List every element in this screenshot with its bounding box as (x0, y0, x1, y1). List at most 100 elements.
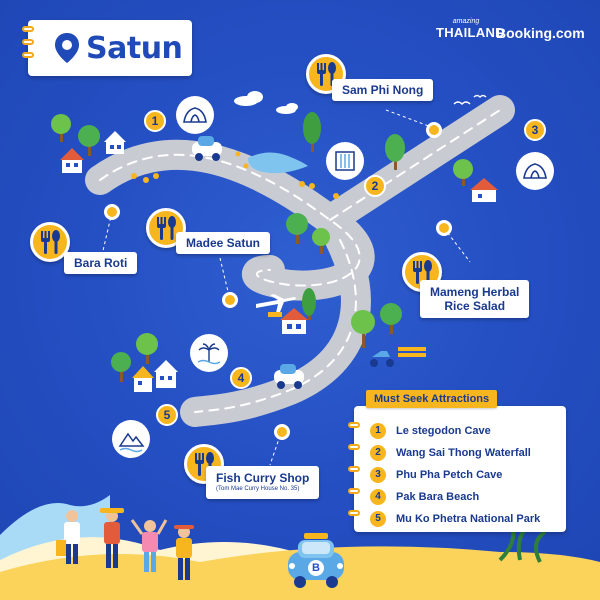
waterfall-bubble (326, 142, 364, 180)
attraction-marker-5: 5 (156, 404, 178, 426)
location-dot (436, 220, 452, 236)
cave-bubble (516, 152, 554, 190)
location-dot (222, 292, 238, 308)
food-icon-madee-satun (146, 208, 186, 248)
scooter-icon (370, 351, 394, 367)
fork-spoon-icon (41, 230, 60, 254)
legend-number: 2 (370, 445, 386, 461)
legend-item: 3 Phu Pha Petch Cave (370, 464, 540, 486)
label-mameng-line2: Rice Salad (444, 299, 506, 313)
location-dot (426, 122, 442, 138)
legend-item: 2 Wang Sai Thong Waterfall (370, 442, 540, 464)
bird-icon (473, 94, 487, 99)
tree-icon (380, 303, 402, 334)
road-network (85, 95, 515, 427)
food-icon-bara-roti (30, 222, 70, 262)
mountain-icon (118, 432, 145, 453)
label-bara-roti: Bara Roti (64, 252, 138, 274)
label-mameng: Mameng Herbal Rice Salad (420, 280, 530, 318)
tree-icon (351, 310, 375, 348)
tree-icon (453, 159, 473, 186)
legend-binder-rings (348, 422, 360, 532)
legend-item: 4 Pak Bara Beach (370, 486, 540, 508)
bird-icon (453, 101, 471, 106)
attraction-marker-4: 4 (230, 367, 252, 389)
house-icon (60, 148, 84, 173)
mountain-bubble (112, 420, 150, 458)
travelers-group (56, 508, 194, 580)
map-pin-icon (55, 33, 79, 63)
tree-icon (51, 114, 71, 142)
attraction-marker-1: 1 (144, 110, 166, 132)
booking-logo: Booking.com (496, 25, 585, 41)
palm-beach-icon (197, 343, 221, 365)
flowers (131, 151, 339, 199)
page-title: Satun (86, 30, 183, 66)
legend-label: Mu Ko Phetra National Park (396, 513, 541, 525)
lake (248, 152, 308, 174)
cave-icon (183, 107, 207, 123)
tree-icon (303, 112, 321, 152)
car-icon (192, 136, 222, 161)
car-icon (274, 364, 304, 389)
houses (60, 131, 498, 392)
bench-icon (398, 347, 426, 351)
title-card: Satun (22, 20, 192, 76)
traveler-icon (56, 510, 80, 564)
house-icon (470, 178, 498, 202)
tree-icon (385, 134, 405, 170)
tree-icon (111, 352, 131, 382)
legend-number: 1 (370, 423, 386, 439)
tree-icon (312, 228, 330, 254)
label-mameng-line1: Mameng Herbal (430, 285, 520, 299)
legend-number: 3 (370, 467, 386, 483)
plane-icon (256, 294, 296, 313)
thailand-text: THAILAND (436, 25, 505, 40)
traveler-icon (100, 508, 124, 568)
label-fish-curry-name: Fish Curry Shop (216, 471, 310, 485)
trees (51, 112, 473, 382)
beach-bubble (190, 334, 228, 372)
amazing-text: amazing (452, 18, 480, 25)
legend-number: 4 (370, 489, 386, 505)
legend-list: 1 Le stegodon Cave 2 Wang Sai Thong Wate… (370, 420, 540, 530)
attractions-legend: 1 Le stegodon Cave 2 Wang Sai Thong Wate… (348, 406, 566, 532)
cave-icon (523, 163, 547, 179)
tree-icon (286, 213, 308, 244)
label-sam-phi-nong: Sam Phi Nong (332, 79, 434, 101)
tree-icon (302, 288, 316, 320)
house-icon (154, 360, 178, 388)
fork-spoon-icon (157, 216, 176, 240)
binder-rings (22, 26, 34, 65)
tree-icon (136, 333, 158, 364)
location-dot (104, 204, 120, 220)
traveler-icon (174, 525, 194, 580)
attraction-marker-3: 3 (524, 119, 546, 141)
label-fish-curry-note: (Tom Mae Curry House No. 35) (216, 486, 300, 492)
attraction-marker-2: 2 (364, 175, 386, 197)
legend-label: Wang Sai Thong Waterfall (396, 447, 531, 459)
cave-bubble (176, 96, 214, 134)
location-dot (274, 424, 290, 440)
legend-item: 5 Mu Ko Phetra National Park (370, 508, 540, 530)
tree-icon (78, 125, 100, 156)
signpost-icon (268, 312, 282, 317)
label-madee-satun: Madee Satun (176, 232, 271, 254)
legend-label: Pak Bara Beach (396, 491, 480, 503)
legend-number: 5 (370, 511, 386, 527)
legend-item: 1 Le stegodon Cave (370, 420, 540, 442)
waterfall-icon (335, 151, 355, 171)
car-badge: B (308, 560, 324, 576)
house-icon (132, 366, 154, 392)
traveler-icon (130, 519, 168, 572)
clouds (234, 91, 298, 114)
legend-title: Must Seek Attractions (366, 390, 498, 408)
house-icon (280, 308, 308, 334)
legend-label: Phu Pha Petch Cave (396, 469, 503, 481)
house-icon (104, 131, 126, 154)
amazing-thailand-logo: amazing THAILAND (436, 18, 505, 41)
label-fish-curry: Fish Curry Shop (Tom Mae Curry House No.… (206, 466, 320, 499)
legend-label: Le stegodon Cave (396, 425, 491, 437)
